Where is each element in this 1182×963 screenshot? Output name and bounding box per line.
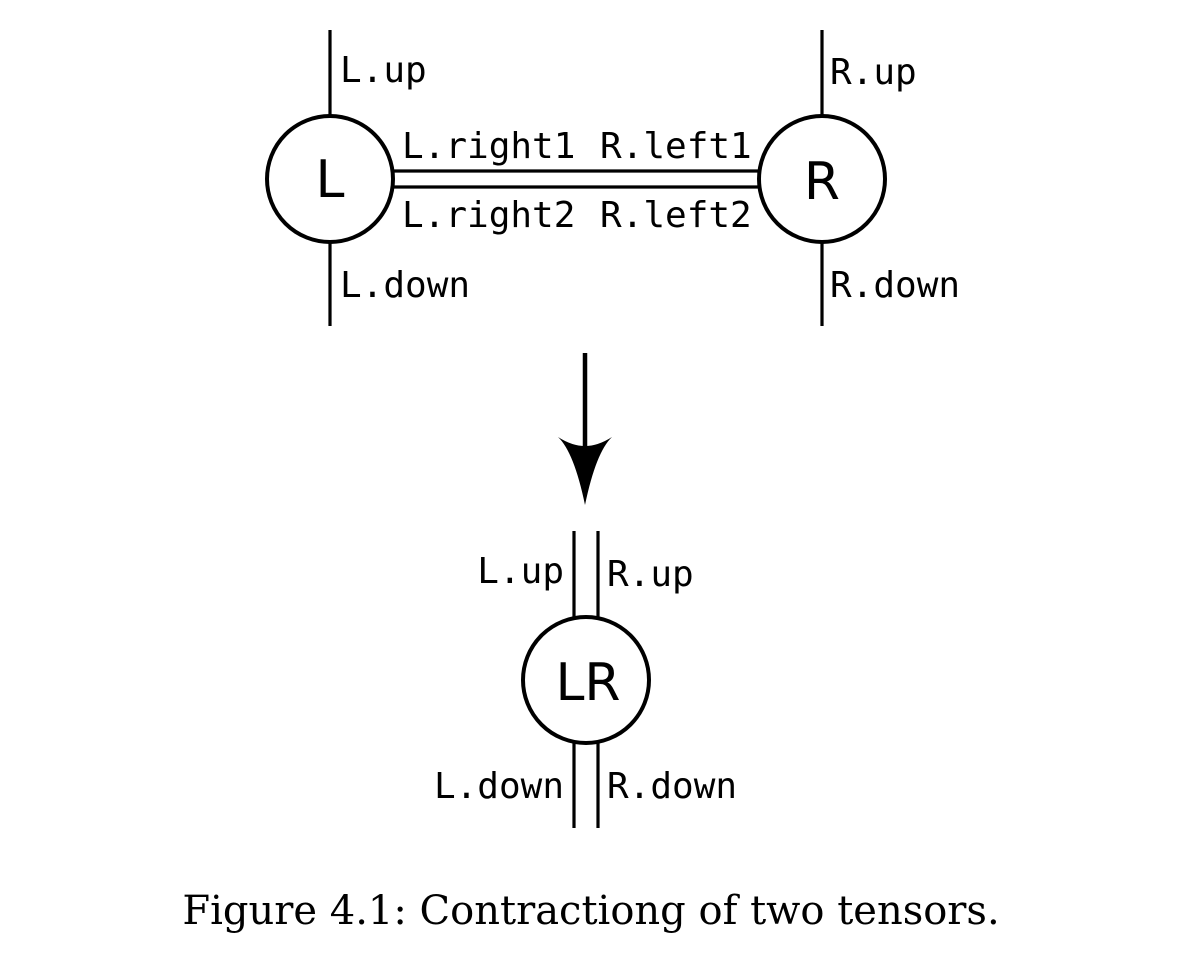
contraction-arrow [558, 353, 612, 505]
label-l-right1: L.right1 [402, 126, 575, 167]
node-r-circle [757, 114, 887, 244]
top-network: L R L.up L.down L.right1 L.right2 R.left… [265, 30, 960, 326]
label-l-up: L.up [340, 50, 427, 91]
node-l: L [265, 114, 395, 244]
label-lr-l-up: L.up [477, 551, 564, 592]
label-l-right2: L.right2 [402, 195, 575, 236]
arrow-head [558, 437, 612, 505]
label-r-up: R.up [830, 52, 917, 93]
label-r-down: R.down [830, 265, 960, 306]
node-lr-circle [521, 615, 651, 745]
label-lr-r-down: R.down [607, 766, 737, 807]
node-r: R [757, 114, 887, 244]
label-r-left1: R.left1 [600, 126, 752, 167]
node-l-circle [265, 114, 395, 244]
node-lr-label: LR [555, 653, 620, 713]
node-l-label: L [316, 150, 345, 210]
bottom-network: LR L.up R.up L.down R.down [434, 531, 737, 828]
node-r-label: R [804, 152, 840, 212]
label-l-down: L.down [340, 265, 470, 306]
label-lr-l-down: L.down [434, 766, 564, 807]
figure-caption: Figure 4.1: Contractiong of two tensors. [182, 888, 1000, 934]
label-lr-r-up: R.up [607, 554, 694, 595]
node-lr: LR [521, 615, 651, 745]
label-r-left2: R.left2 [600, 195, 752, 236]
